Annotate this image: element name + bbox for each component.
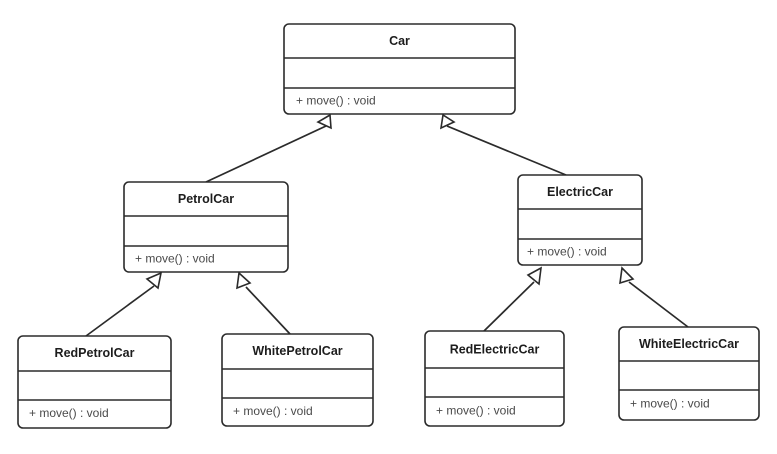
class-name-label: ElectricCar: [547, 185, 613, 199]
generalization-redpetrolcar-to-petrolcar[interactable]: [85, 271, 163, 337]
class-name-label: RedElectricCar: [450, 342, 540, 356]
class-box-outline: [618, 326, 760, 421]
generalization-electriccar-to-car[interactable]: [439, 113, 567, 176]
class-method-label: + move() : void: [527, 245, 607, 259]
class-box-electriccar[interactable]: ElectricCar + move() : void: [517, 174, 643, 266]
class-method-label: + move() : void: [436, 404, 516, 418]
class-name-label: PetrolCar: [178, 192, 234, 206]
class-method-label: + move() : void: [233, 404, 313, 418]
class-name-label: RedPetrolCar: [55, 346, 135, 360]
class-box-redelectriccar[interactable]: RedElectricCar + move() : void: [424, 330, 565, 427]
class-name-label: Car: [389, 34, 410, 48]
class-box-redpetrolcar[interactable]: RedPetrolCar + move() : void: [17, 335, 172, 429]
generalization-line: [628, 281, 689, 328]
class-box-whiteelectriccar[interactable]: WhiteElectricCar + move() : void: [618, 326, 760, 421]
generalization-petrolcar-to-car[interactable]: [205, 113, 332, 183]
class-name-label: WhiteElectricCar: [639, 337, 739, 351]
generalization-whitepetrolcar-to-petrolcar[interactable]: [236, 271, 291, 335]
class-box-outline: [424, 330, 565, 427]
class-box-outline: [283, 23, 516, 115]
class-method-label: + move() : void: [296, 94, 376, 108]
generalization-arrowhead: [316, 113, 332, 130]
generalization-redelectriccar-to-electriccar[interactable]: [483, 266, 542, 332]
class-box-petrolcar[interactable]: PetrolCar + move() : void: [123, 181, 289, 273]
generalization-arrowhead: [526, 266, 542, 286]
class-box-car[interactable]: Car + move() : void: [283, 23, 516, 115]
generalization-arrowhead: [236, 271, 252, 290]
generalization-line: [245, 286, 291, 335]
class-box-outline: [221, 333, 374, 427]
class-method-label: + move() : void: [630, 397, 710, 411]
generalization-arrowhead: [145, 271, 163, 290]
generalization-arrowhead: [619, 266, 635, 285]
generalization-line: [483, 281, 535, 332]
generalization-line: [205, 125, 327, 183]
class-box-outline: [123, 181, 289, 273]
class-box-whitepetrolcar[interactable]: WhitePetrolCar + move() : void: [221, 333, 374, 427]
class-method-label: + move() : void: [135, 252, 215, 266]
class-name-label: WhitePetrolCar: [252, 344, 342, 358]
generalization-whiteelectriccar-to-electriccar[interactable]: [619, 266, 689, 328]
generalization-arrowhead: [439, 113, 456, 130]
class-box-outline: [17, 335, 172, 429]
generalization-line: [446, 125, 567, 176]
class-method-label: + move() : void: [29, 406, 109, 420]
generalization-line: [85, 285, 155, 337]
class-box-outline: [517, 174, 643, 266]
